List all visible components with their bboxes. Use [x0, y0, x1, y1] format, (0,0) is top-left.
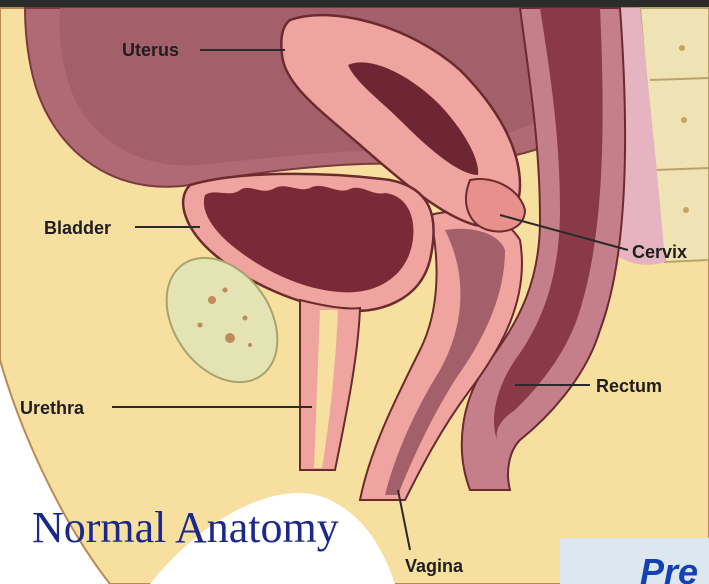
bone-dot — [243, 316, 248, 321]
urethra-label: Urethra — [20, 398, 85, 418]
bone-dot — [198, 323, 203, 328]
spine-dot — [683, 207, 689, 213]
bone-dot — [223, 288, 228, 293]
spine-dot — [681, 117, 687, 123]
bladder-label: Bladder — [44, 218, 111, 238]
uterus-label: Uterus — [122, 40, 179, 60]
rectum-label: Rectum — [596, 376, 662, 396]
corner-text: Pre — [640, 551, 698, 584]
bone-dot — [248, 343, 252, 347]
bone-dot — [208, 296, 216, 304]
vagina-label: Vagina — [405, 556, 464, 576]
top-border — [0, 0, 709, 8]
bone-dot — [225, 333, 235, 343]
spine-dot — [679, 45, 685, 51]
cervix-label: Cervix — [632, 242, 687, 262]
diagram-caption: Normal Anatomy — [32, 503, 339, 552]
